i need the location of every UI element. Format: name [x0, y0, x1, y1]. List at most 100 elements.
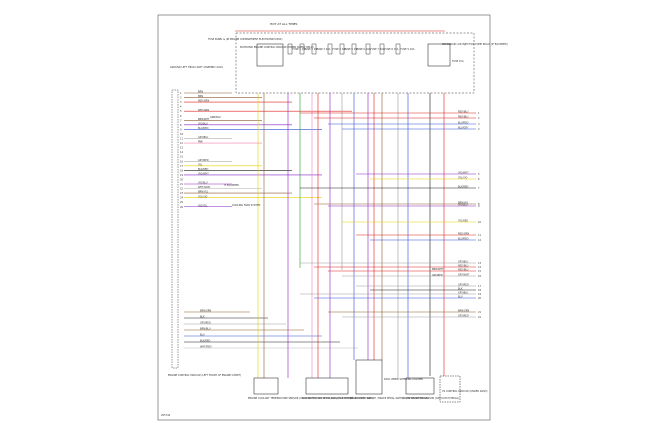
left-bottom-wire-label-3: GRY/RED [200, 322, 211, 325]
fuse-7 [365, 43, 371, 55]
left-bottom-wire-label-7: WHT/RED [200, 346, 212, 349]
right-wire-label-3: BLU/RED [458, 122, 469, 125]
right-wire-label-11: RED/GRN [458, 233, 469, 236]
relay2-fuse-label: FUSE 15A [452, 60, 464, 63]
ect-sensor-box [253, 377, 279, 395]
right-wire-label-1: RED/BLU [458, 111, 469, 114]
left-wire-label-18: BLK/RED [198, 168, 209, 171]
ecm-pin-18: 18 [180, 169, 184, 172]
left-wire-label-7: BRN/WHT [198, 118, 210, 121]
right-wire-label-4: BLU/GRY [458, 127, 469, 130]
fuse-label-3: FUSE 3 20A [317, 48, 331, 51]
wires-group [184, 92, 476, 378]
right-wire-label-6: YEL/VIO [458, 177, 467, 180]
right-wire-label-20: BLU [458, 296, 463, 299]
fuse-8 [379, 43, 385, 55]
right-wire-label-2: RED/BLU [458, 116, 469, 119]
left-wire-label-5: RED/GRN [198, 109, 209, 112]
fuse-5 [339, 43, 345, 55]
right-pin-20: 20 [478, 297, 482, 300]
ecm-pin-12: 12 [180, 142, 184, 145]
right-wire-label-19: GRY/BLU [458, 292, 468, 295]
ecm-pin-4: 4 [180, 106, 182, 109]
fuse-9 [395, 43, 401, 55]
ecm-pin-26: 26 [180, 206, 184, 209]
clutch-sensor-box [405, 377, 435, 395]
ecm-pin-1: 1 [180, 92, 182, 95]
right-wire-label-18: BLK [458, 288, 463, 291]
right-misc-label-2: GRY/RED [432, 274, 443, 277]
relay1-box [256, 43, 284, 67]
right-wire-label-14: RED/BLU [458, 265, 469, 268]
fuse-label-7: FUSE 7 20A [371, 48, 385, 51]
fuse-6 [351, 43, 357, 55]
right-pin-4: 4 [478, 128, 480, 131]
fuse-1 [287, 43, 293, 55]
fuse-label-4: FUSE 4 10A [333, 48, 347, 51]
left-wire-label-1: BRN [198, 91, 203, 94]
ecm-pin-22: 22 [180, 188, 184, 191]
right-wire-label-13: GRY/BLU [458, 261, 468, 264]
ecm-connector [171, 89, 179, 369]
relay2-box [427, 43, 451, 67]
ecm-pin-15: 15 [180, 156, 184, 159]
right-pin-16: 16 [478, 275, 482, 278]
right-wire-label-7: BLK/RED [458, 186, 469, 189]
ecm-pin-23: 23 [180, 192, 184, 195]
fuse-label-2: FUSE 2 10A [305, 48, 319, 51]
ecm-pin-9: 9 [180, 128, 182, 131]
right-pin-13: 13 [478, 262, 482, 265]
right-pin-9: 9 [478, 205, 480, 208]
fuse-4 [327, 43, 333, 55]
fuse-label-5: FUSE 5 15A [345, 48, 359, 51]
right-pin-1: 1 [478, 112, 480, 115]
fuse-3 [311, 43, 317, 55]
right-pin-11: 11 [478, 234, 482, 237]
right-wire-label-9: VIO/BLU [458, 204, 468, 207]
if-equipped-label: IF EQUIPPED [224, 184, 239, 187]
left-wire-label-17: YEL [198, 163, 203, 166]
fuse-label-6: FUSE 6 10A [357, 48, 371, 51]
ecm-pin-7: 7 [180, 119, 182, 122]
left-wire-label-8: VIO/BLU [198, 122, 208, 125]
mid-label: GRN/BLU [210, 116, 221, 119]
hot-label: HOT AT ALL TIMES [270, 22, 298, 26]
fuse-label-8: FUSE 8 15A [385, 48, 399, 51]
data-steering-label: DATA UPPER STEERING COLUMN [384, 378, 423, 381]
ecm-pin-24: 24 [180, 197, 184, 200]
ecm-pin-5: 5 [180, 110, 182, 113]
right-wire-label-16: GRY/WHT [458, 274, 470, 277]
brake-switch-label: BRAKE LIGHT SWITCH / BRAKE PEDAL SWITCH … [350, 397, 428, 400]
relay1-label: MOTRONIC ENGINE CONTROL MODULE POWER SUP… [240, 46, 314, 49]
fuse-label-9: FUSE 9 10A [401, 48, 415, 51]
right-wire-label-21: BRN/GRN [458, 310, 469, 313]
vs-module-label: VS CONTROL MODULE (UNDER DASH) [442, 390, 487, 393]
right-pin-12: 12 [478, 239, 482, 242]
ldp-label: LOW DETECTION PUMP (LDP) (IN RIGHT REAR … [302, 397, 374, 400]
left-wire-label-2: BRN [198, 95, 203, 98]
ecm-pin-25: 25 [180, 201, 184, 204]
ecm-pin-2: 2 [180, 97, 182, 100]
brake-switch-box [355, 359, 383, 395]
left-wire-label-19: VIO/WHT [198, 173, 209, 176]
right-wire-label-17: GRY/RED [458, 284, 469, 287]
right-wire-label-5: VIO/WHT [458, 172, 469, 175]
left-bottom-wire-label-5: BLU [200, 334, 205, 337]
right-pin-15: 15 [478, 270, 482, 273]
right-pin-14: 14 [478, 266, 482, 269]
left-bottom-wire-label-6: BLK/RED [200, 340, 211, 343]
fuse-2 [299, 43, 305, 55]
ecm-pin-3: 3 [180, 101, 182, 104]
right-pin-19: 19 [478, 293, 482, 296]
right-wire-label-22: GRY/RED [458, 315, 469, 318]
left-wire-label-22: WHT/GRN [198, 186, 210, 189]
right-wire-label-10: YEL/RED [458, 220, 468, 223]
fuse-label-1: FUSE 1 15A [293, 48, 307, 51]
left-wire-label-3: RED/GRN [198, 100, 209, 103]
right-wire-label-15: RED/BLU [458, 269, 469, 272]
ldp-box [305, 377, 349, 395]
